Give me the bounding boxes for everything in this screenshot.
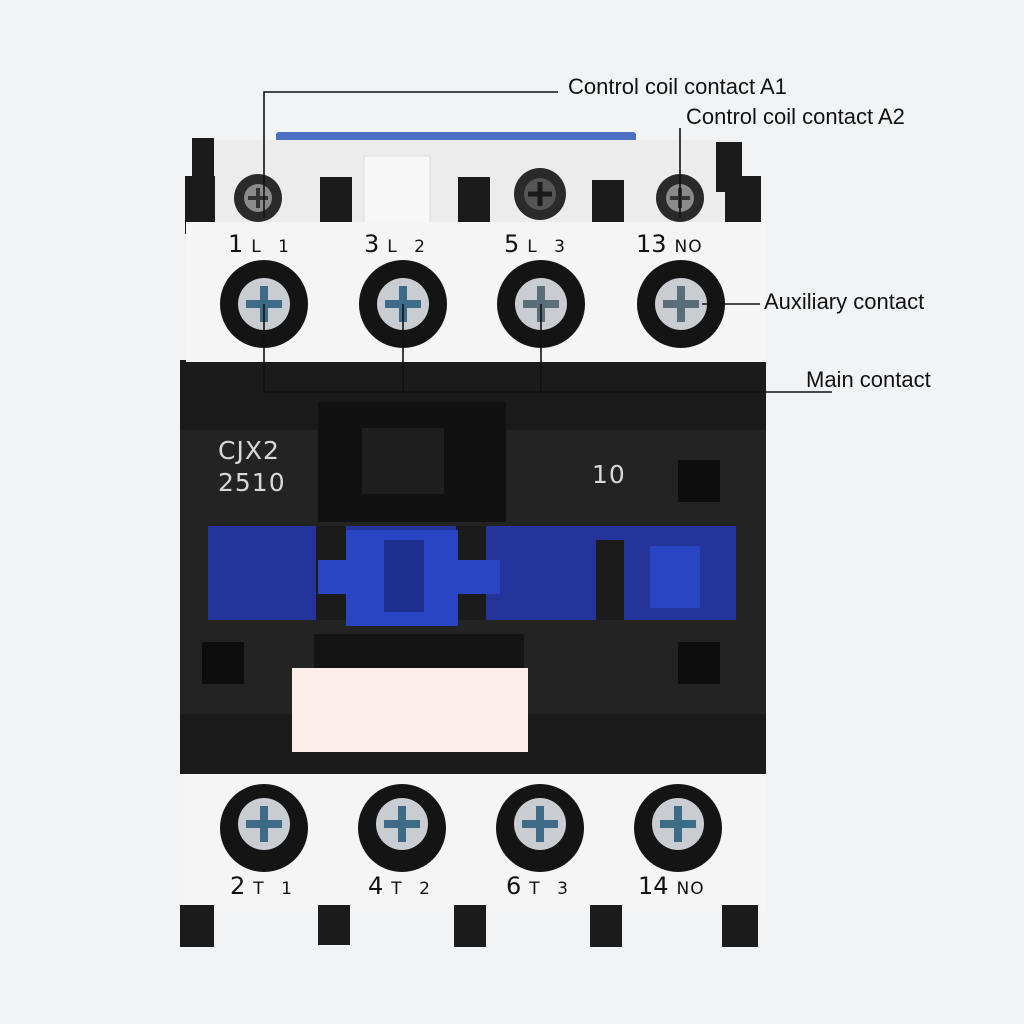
label-patch bbox=[292, 668, 528, 752]
terminal-number: 4 bbox=[368, 872, 384, 900]
housing-post bbox=[320, 177, 352, 225]
housing-foot bbox=[722, 905, 758, 947]
terminal-label-bottom: 6 T 3 bbox=[506, 872, 574, 900]
terminal-label-bottom: 14 NO bbox=[638, 872, 705, 900]
slider-window bbox=[362, 428, 444, 494]
housing-square bbox=[202, 642, 244, 684]
coil-screw-icon bbox=[514, 168, 566, 220]
terminal-sub: L 1 bbox=[251, 237, 295, 257]
terminal-number: 5 bbox=[504, 230, 520, 258]
terminal-number: 6 bbox=[506, 872, 522, 900]
leader-main bbox=[263, 304, 832, 393]
terminal-sub: NO bbox=[676, 879, 705, 899]
terminal-number: 14 bbox=[638, 872, 669, 900]
phillips-screw-icon bbox=[358, 784, 446, 872]
model-line-2: 2510 bbox=[218, 468, 286, 497]
terminal-label-bottom: 2 T 1 bbox=[230, 872, 298, 900]
terminal-sub: L 2 bbox=[387, 237, 431, 257]
callout-auxiliary: Auxiliary contact bbox=[764, 289, 925, 314]
terminal-label-top: 5 L 3 bbox=[504, 230, 571, 258]
housing-square bbox=[678, 642, 720, 684]
callout-main: Main contact bbox=[806, 367, 931, 392]
terminal-sub: T 2 bbox=[391, 879, 436, 899]
phillips-screw-icon bbox=[496, 784, 584, 872]
callout-coil-a1: Control coil contact A1 bbox=[568, 74, 787, 99]
phillips-screw-icon bbox=[634, 784, 722, 872]
housing-post bbox=[592, 180, 624, 228]
terminal-number: 2 bbox=[230, 872, 246, 900]
callout-coil-a2: Control coil contact A2 bbox=[686, 104, 905, 129]
coil-window bbox=[363, 155, 431, 225]
callout-leaders bbox=[263, 91, 832, 393]
aux-code: 10 bbox=[592, 460, 626, 489]
housing-foot bbox=[454, 905, 486, 947]
housing-post bbox=[458, 177, 490, 225]
housing-post bbox=[716, 142, 742, 192]
terminal-label-top: 1 L 1 bbox=[228, 230, 295, 258]
terminal-sub: T 3 bbox=[529, 879, 574, 899]
terminal-number: 3 bbox=[364, 230, 380, 258]
housing-foot bbox=[318, 905, 350, 945]
coil-screw-icon bbox=[234, 174, 282, 222]
terminal-label-top: 13 NO bbox=[636, 230, 703, 258]
terminal-label-top: 3 L 2 bbox=[364, 230, 431, 258]
carrier-slot bbox=[384, 540, 424, 612]
terminal-label-bottom: 4 T 2 bbox=[368, 872, 436, 900]
housing-foot bbox=[590, 905, 622, 947]
terminal-sub: NO bbox=[674, 237, 703, 257]
phillips-screw-icon bbox=[637, 260, 725, 348]
terminal-number: 13 bbox=[636, 230, 667, 258]
carrier-aux-block bbox=[650, 546, 700, 608]
housing-post bbox=[192, 138, 214, 188]
carrier-gap bbox=[596, 540, 624, 620]
housing-foot bbox=[180, 905, 214, 947]
terminal-sub: T 1 bbox=[253, 879, 298, 899]
phillips-screw-icon bbox=[220, 784, 308, 872]
housing-square bbox=[678, 460, 720, 502]
label-holder bbox=[314, 634, 524, 674]
terminal-number: 1 bbox=[228, 230, 244, 258]
model-line-1: CJX2 bbox=[218, 436, 280, 465]
leader-coil-a1 bbox=[263, 91, 558, 218]
terminal-sub: L 3 bbox=[527, 237, 571, 257]
